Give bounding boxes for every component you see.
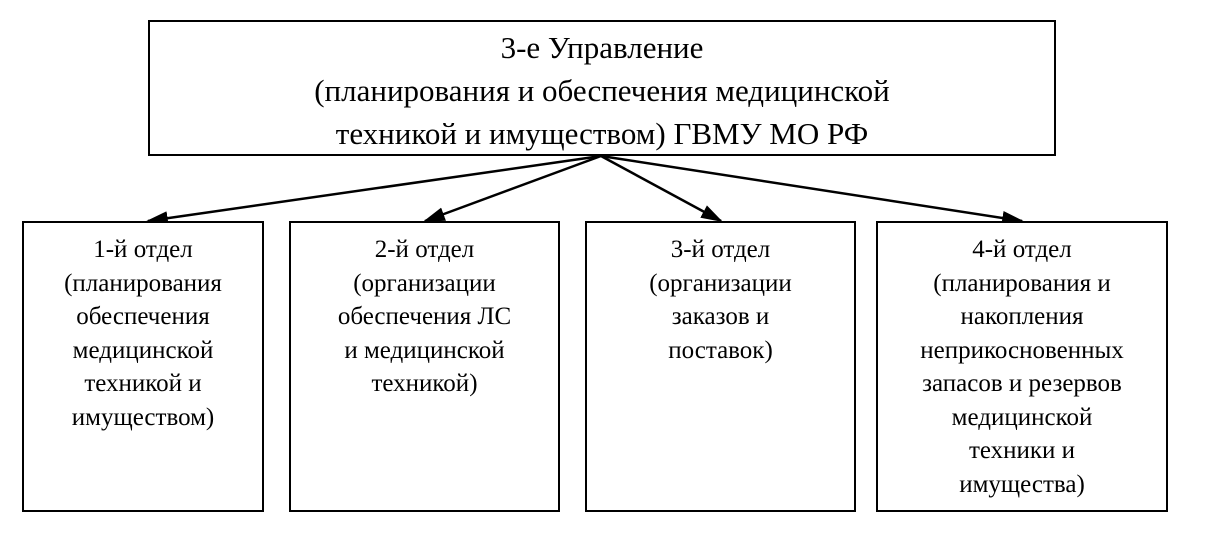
department-2-line: (организации <box>353 269 496 297</box>
department-2-box: 2-й отдел (организации обеспечения ЛС и … <box>289 221 560 512</box>
department-4-line: накопления <box>960 303 1084 330</box>
department-4-line: техники и <box>968 437 1076 464</box>
department-1-line: обеспечения <box>76 303 210 330</box>
department-1-line: медицинской <box>72 336 214 364</box>
directorate-subtitle-line-1: (планирования и обеспечения медицинской <box>314 73 890 108</box>
arrow-to-dept-1 <box>145 154 602 226</box>
department-4-box: 4-й отдел (планирования и накопления неп… <box>876 221 1168 512</box>
department-2-title: 2-й отдел <box>374 236 475 263</box>
department-4-line: запасов и резервов <box>922 370 1122 397</box>
department-3-line: поставок) <box>668 336 773 364</box>
department-4-line: имущества) <box>959 470 1085 498</box>
department-3-line: (организации <box>649 269 792 297</box>
department-3-line: заказов и <box>671 303 770 330</box>
department-1-title: 1-й отдел <box>93 236 193 263</box>
directorate-box: 3-е Управление (планирования и обеспечен… <box>148 20 1056 156</box>
directorate-title: 3-е Управление <box>500 30 704 65</box>
department-1-line: имуществом) <box>71 403 215 431</box>
directorate-subtitle-line-2: техникой и имуществом) ГВМУ МО РФ <box>335 116 869 151</box>
department-3-title: 3-й отдел <box>670 236 771 263</box>
department-4-line: (планирования и <box>933 269 1111 297</box>
department-4-title: 4-й отдел <box>972 236 1072 263</box>
arrow-to-dept-2 <box>422 154 602 223</box>
department-1-line: (планирования <box>64 269 222 297</box>
department-3-box: 3-й отдел (организации заказов и поставо… <box>585 221 856 512</box>
department-1-line: техникой и <box>84 370 202 397</box>
department-2-line: техникой) <box>371 370 478 397</box>
department-2-line: и медицинской <box>344 336 505 364</box>
arrow-to-dept-4 <box>600 154 1025 225</box>
department-4-line: неприкосновенных <box>920 336 1124 364</box>
department-2-line: обеспечения ЛС <box>337 303 512 330</box>
department-1-box: 1-й отдел (планирования обеспечения меди… <box>22 221 264 512</box>
arrow-to-dept-3 <box>600 154 723 223</box>
department-4-line: медицинской <box>951 403 1093 431</box>
